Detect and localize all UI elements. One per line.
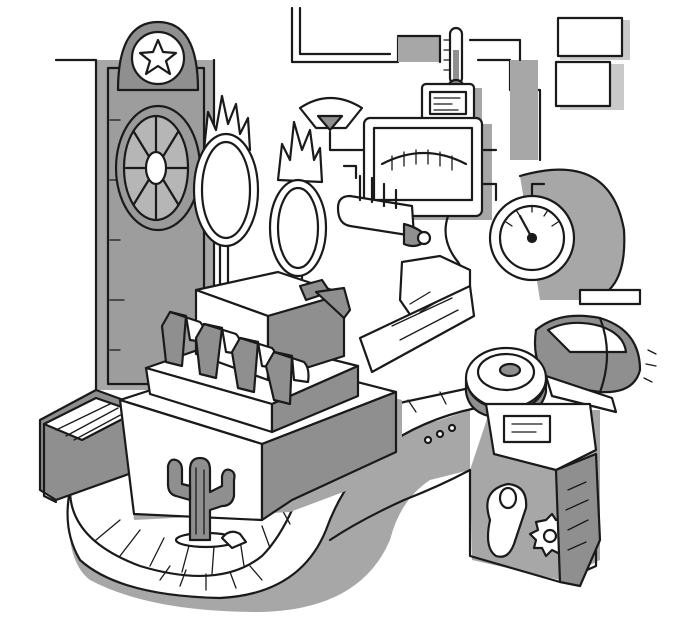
star-icon bbox=[138, 38, 178, 76]
flaming-hoop-left bbox=[192, 94, 260, 292]
central-machine bbox=[118, 270, 402, 522]
cactus-icon bbox=[166, 456, 248, 550]
main-monitor bbox=[344, 116, 498, 220]
left-stairs bbox=[38, 388, 142, 504]
wall-gauge-dial bbox=[298, 97, 364, 152]
valve-pipe bbox=[336, 164, 432, 248]
right-wall-gauge bbox=[488, 168, 642, 306]
right-machine bbox=[464, 314, 657, 588]
exhaust-pipes bbox=[160, 310, 310, 406]
gauge-icon bbox=[488, 182, 576, 282]
fan-icon bbox=[114, 104, 202, 232]
back-wall-pipes bbox=[290, 6, 630, 162]
star-medallion bbox=[116, 20, 200, 92]
floor-accents bbox=[159, 291, 441, 591]
flame-icon bbox=[276, 120, 324, 184]
